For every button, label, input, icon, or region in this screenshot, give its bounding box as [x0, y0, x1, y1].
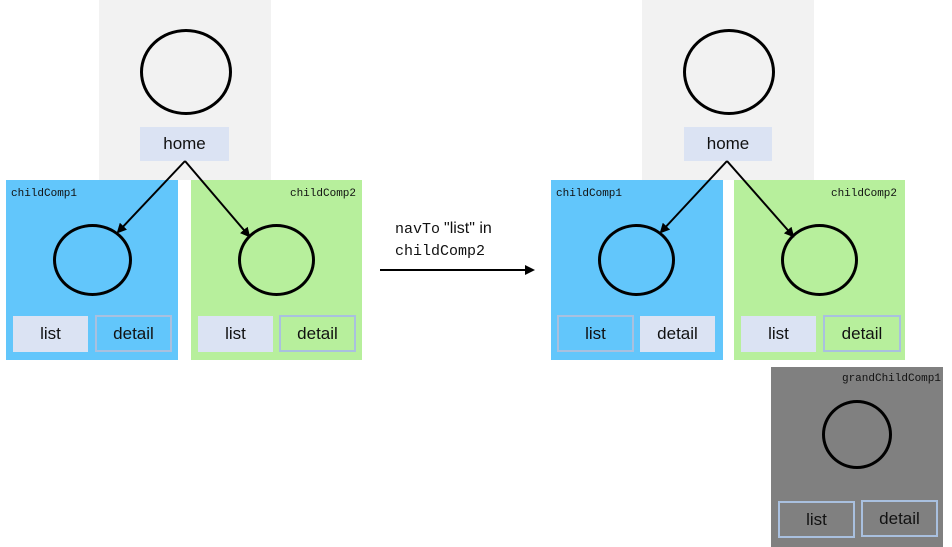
right-child-comp1-node-circle	[598, 224, 675, 296]
left-child-comp2-list-button[interactable]: list	[198, 316, 273, 352]
left-home-node-circle	[140, 29, 232, 115]
left-child-comp1-panel: childComp1 list detail	[6, 180, 178, 360]
transition-nav-word: navTo	[395, 221, 441, 238]
transition-label: navTo "list" in childComp2	[395, 218, 535, 262]
right-child-comp2-node-circle	[781, 224, 858, 296]
right-child-comp2-title: childComp2	[830, 188, 897, 200]
right-grandchild-comp1-detail-button[interactable]: detail	[861, 500, 938, 537]
left-child-comp1-list-button[interactable]: list	[13, 316, 88, 352]
left-child-comp1-title: childComp1	[11, 188, 78, 200]
left-child-comp2-node-circle	[238, 224, 315, 296]
right-grandchild-comp1-list-button[interactable]: list	[778, 501, 855, 538]
right-home-node-circle	[683, 29, 775, 115]
left-child-comp1-detail-button[interactable]: detail	[95, 315, 172, 352]
right-home-label: home	[684, 127, 772, 161]
transition-target: childComp2	[395, 243, 486, 260]
left-home-label: home	[140, 127, 229, 161]
left-child-comp2-detail-button[interactable]: detail	[279, 315, 356, 352]
right-child-comp1-title: childComp1	[556, 188, 623, 200]
right-child-comp1-panel: childComp1 list detail	[551, 180, 723, 360]
right-grandchild-comp1-title: grandChildComp1	[841, 373, 941, 385]
right-grandchild-comp1-panel: grandChildComp1 list detail	[771, 367, 943, 547]
right-child-comp2-list-button[interactable]: list	[741, 316, 816, 352]
right-child-comp2-panel: childComp2 list detail	[734, 180, 905, 360]
left-child-comp1-node-circle	[53, 224, 132, 296]
right-child-comp1-detail-button[interactable]: detail	[640, 316, 715, 352]
right-grandchild-comp1-node-circle	[822, 400, 892, 469]
right-child-comp2-detail-button[interactable]: detail	[823, 315, 901, 352]
left-child-comp2-panel: childComp2 list detail	[191, 180, 362, 360]
left-home-panel: home	[99, 0, 271, 180]
right-child-comp1-list-button[interactable]: list	[557, 315, 634, 352]
left-child-comp2-title: childComp2	[289, 188, 356, 200]
right-home-panel: home	[642, 0, 814, 180]
transition-list-word: "list" in	[444, 220, 492, 237]
